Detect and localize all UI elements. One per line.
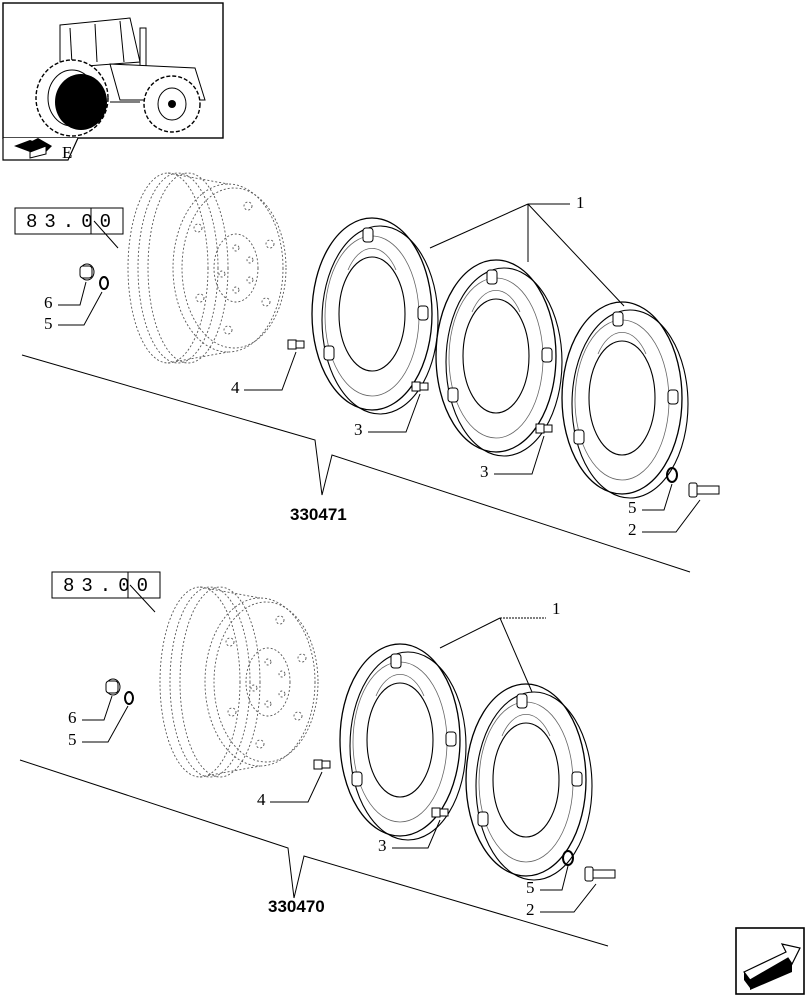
book-icon [14,138,52,159]
part-label: 5 [628,498,637,517]
washer [99,276,109,290]
part-label: 6 [44,293,53,312]
wheel-rim [159,586,319,778]
part-label: 3 [480,462,489,481]
wheel-rim [127,172,287,364]
washer [562,850,574,866]
assembly-330471: 83.00 1 6 5 4 3 3 [14,172,720,573]
bolt [584,866,616,882]
counterweight [465,683,593,881]
part-label: 1 [552,599,561,618]
part-label: 4 [231,378,240,397]
assembly-code: 330471 [290,505,347,524]
part-label: 5 [44,314,53,333]
part-label: 5 [68,730,77,749]
assembly-code: 330470 [268,897,325,916]
reference-box-text: 83.00 [63,575,155,597]
part-label: 6 [68,708,77,727]
washer [124,691,134,705]
assembly-330470: 83.00 1 6 5 4 3 5 2 [19,571,616,947]
reference-box-text: 83.00 [26,211,118,233]
thumbnail-corner-mark: E [62,143,72,162]
stud [431,807,449,818]
part-label: 3 [354,420,363,439]
tractor-icon [35,17,206,137]
stud [287,339,305,350]
part-label: 2 [628,520,637,539]
reference-box: 83.00 [51,571,161,599]
stud [535,423,553,434]
part-label: 2 [526,900,535,919]
bolt [688,482,720,498]
part-label: 3 [378,836,387,855]
nut [79,263,95,281]
reference-box: 83.00 [14,207,124,235]
stud [313,759,331,770]
nut [105,678,121,696]
part-label: 1 [576,193,585,212]
part-label: 4 [257,790,266,809]
washer [666,467,678,483]
tractor-thumbnail: E [2,2,224,162]
next-page-icon[interactable] [735,927,805,995]
stud [411,381,429,392]
highlighted-wheel-marker [55,74,107,130]
part-label: 5 [526,878,535,897]
